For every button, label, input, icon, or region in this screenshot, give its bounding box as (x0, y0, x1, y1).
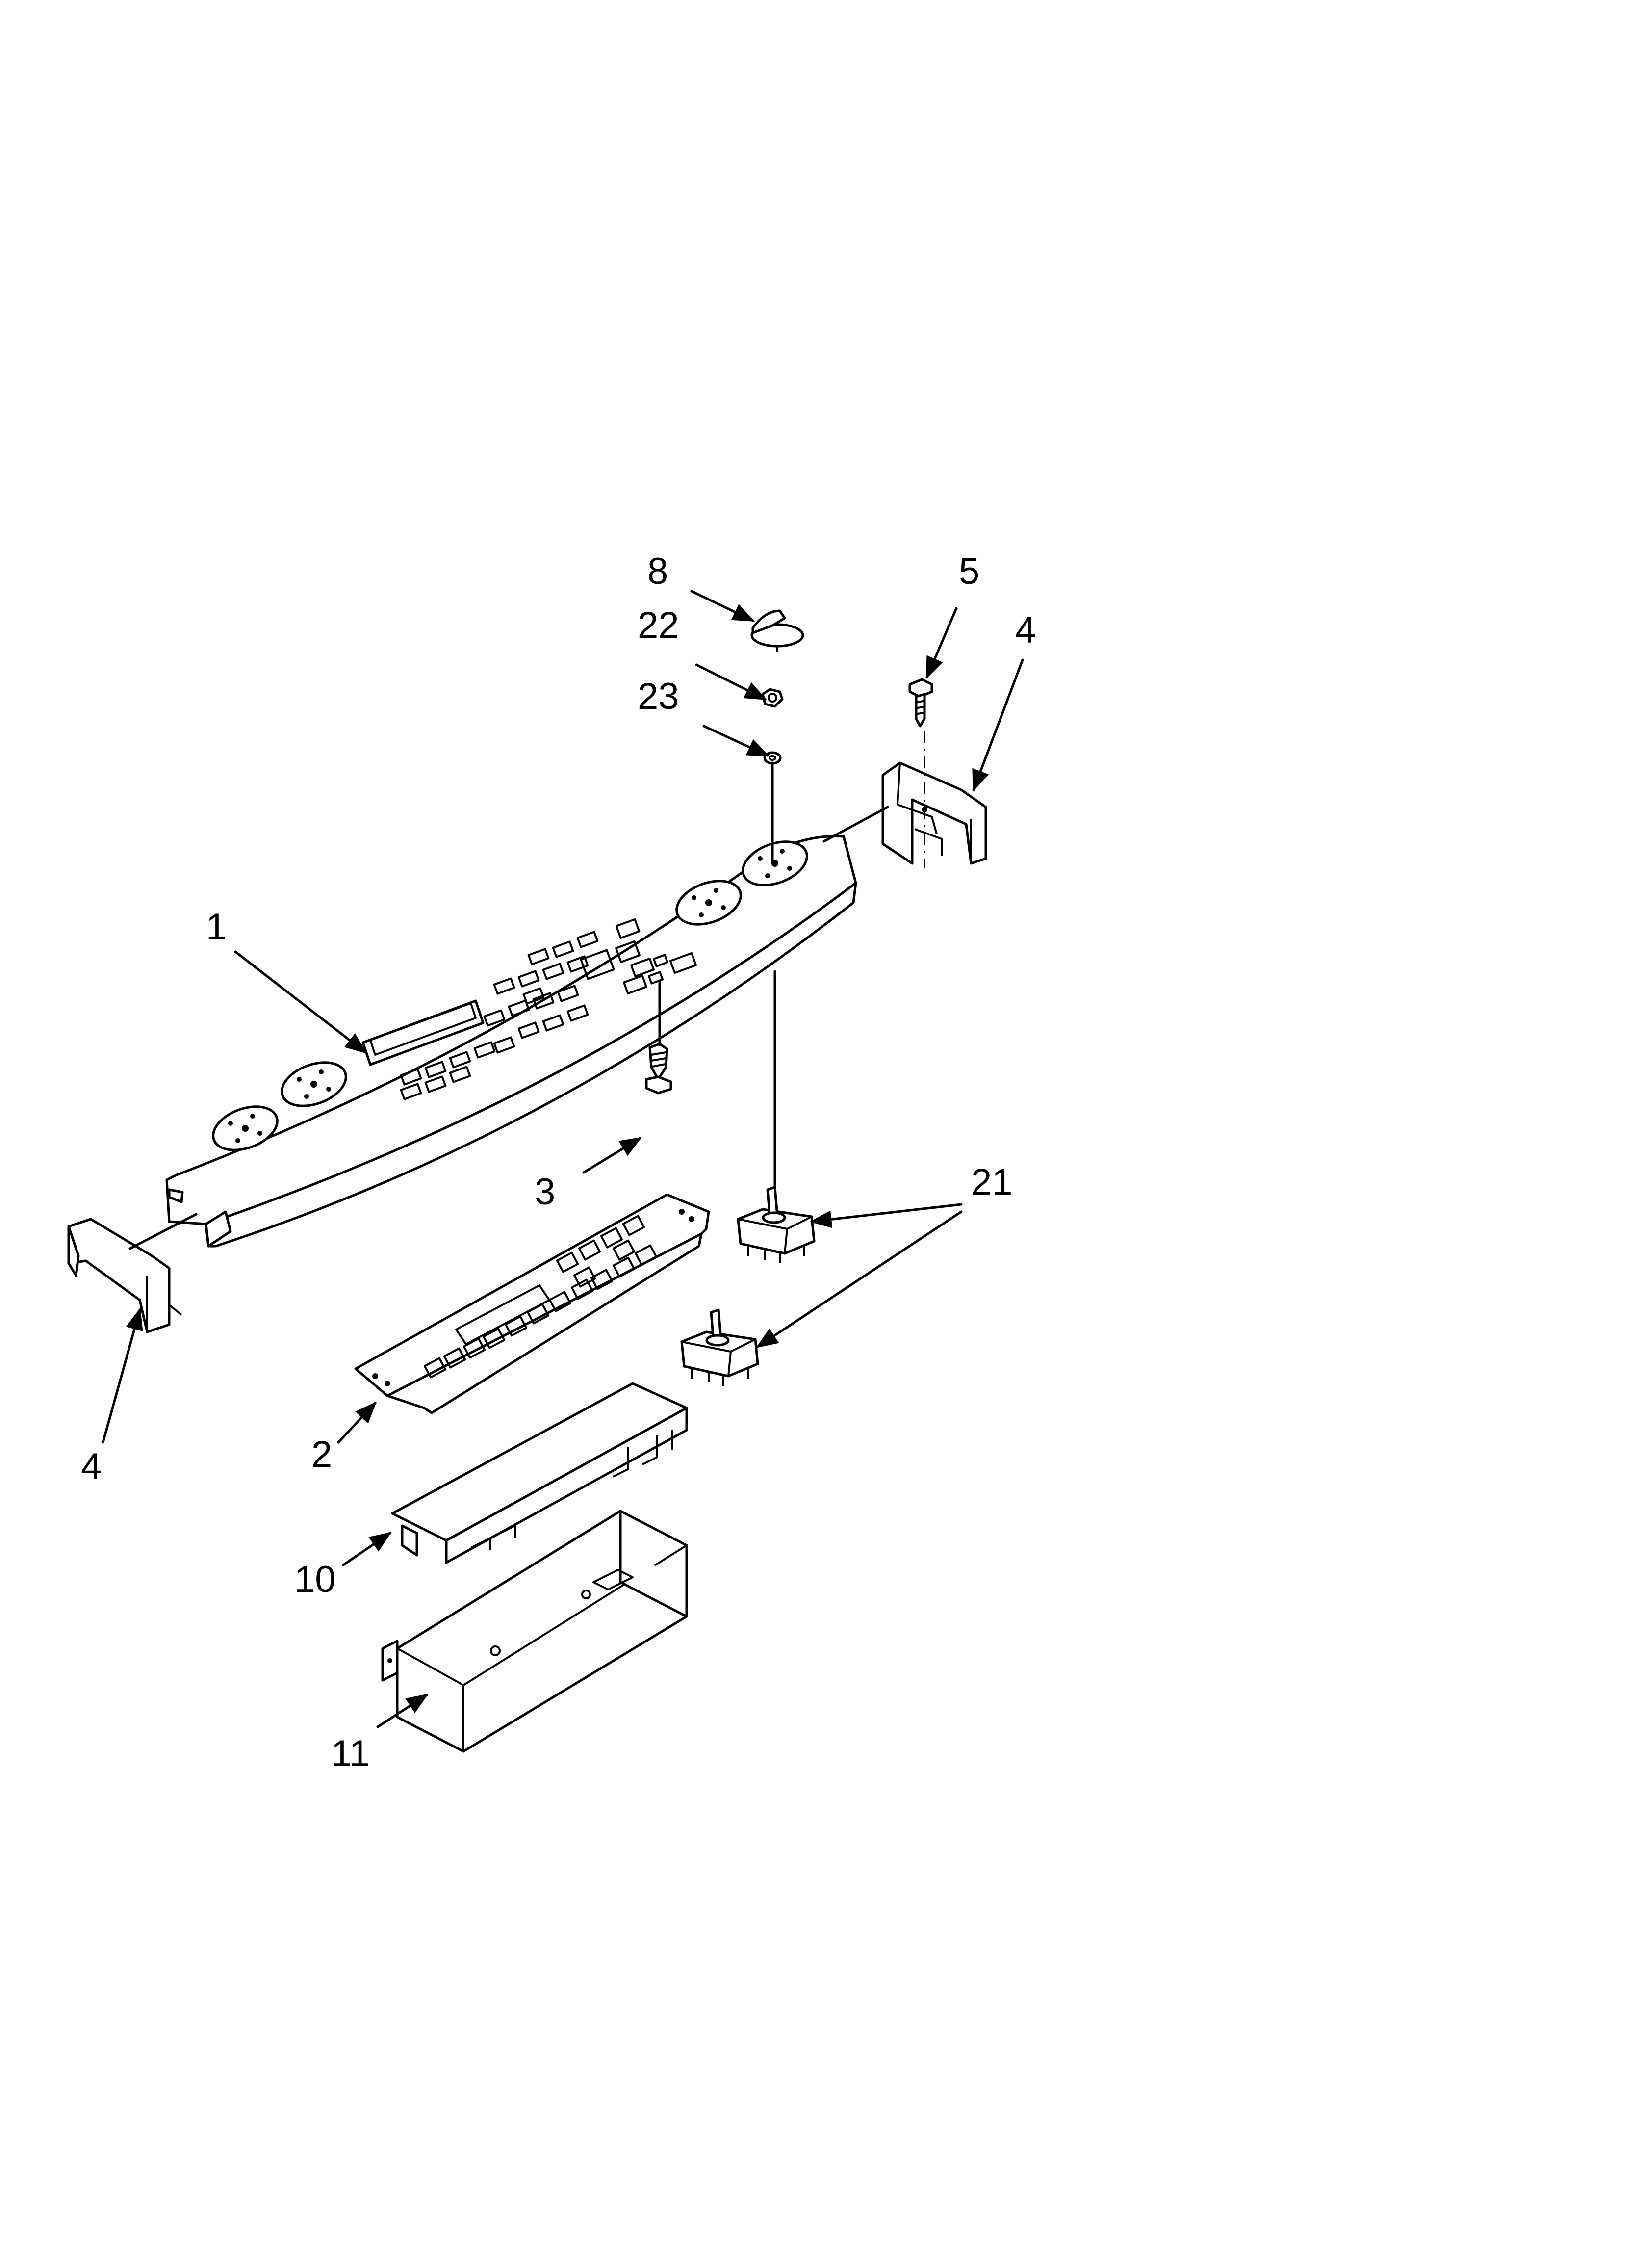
callout-2: 2 (311, 1434, 332, 1475)
screw-part-3 (645, 1043, 672, 1095)
callout-10: 10 (294, 1559, 336, 1600)
callout-4-left: 4 (81, 1446, 102, 1487)
callout-1: 1 (206, 906, 227, 948)
screw-part-5 (908, 678, 933, 728)
switch-upper-part-21 (737, 1186, 816, 1263)
callout-4-right: 4 (1015, 609, 1036, 651)
electronic-control-part-10 (391, 1382, 688, 1564)
nut-part-22 (761, 688, 784, 708)
callout-3: 3 (535, 1171, 555, 1213)
mounting-tray-part-11 (381, 1510, 688, 1753)
callout-labels: 1 8 22 23 5 4 4 3 21 2 10 11 (81, 550, 1036, 1774)
knob-part-8 (750, 609, 804, 652)
leader-lines (102, 590, 1024, 1728)
callout-21: 21 (971, 1161, 1013, 1203)
callout-8: 8 (647, 550, 668, 592)
callout-22: 22 (638, 604, 679, 646)
callout-23: 23 (638, 676, 679, 717)
callout-11: 11 (331, 1733, 370, 1774)
end-cap-left-part-4 (67, 1218, 182, 1333)
callout-5: 5 (959, 550, 979, 592)
end-cap-right-part-4 (881, 761, 987, 865)
control-panel-part-1 (165, 835, 857, 1248)
control-board-part-2 (354, 1193, 710, 1414)
switch-lower-part-21 (680, 1308, 759, 1386)
